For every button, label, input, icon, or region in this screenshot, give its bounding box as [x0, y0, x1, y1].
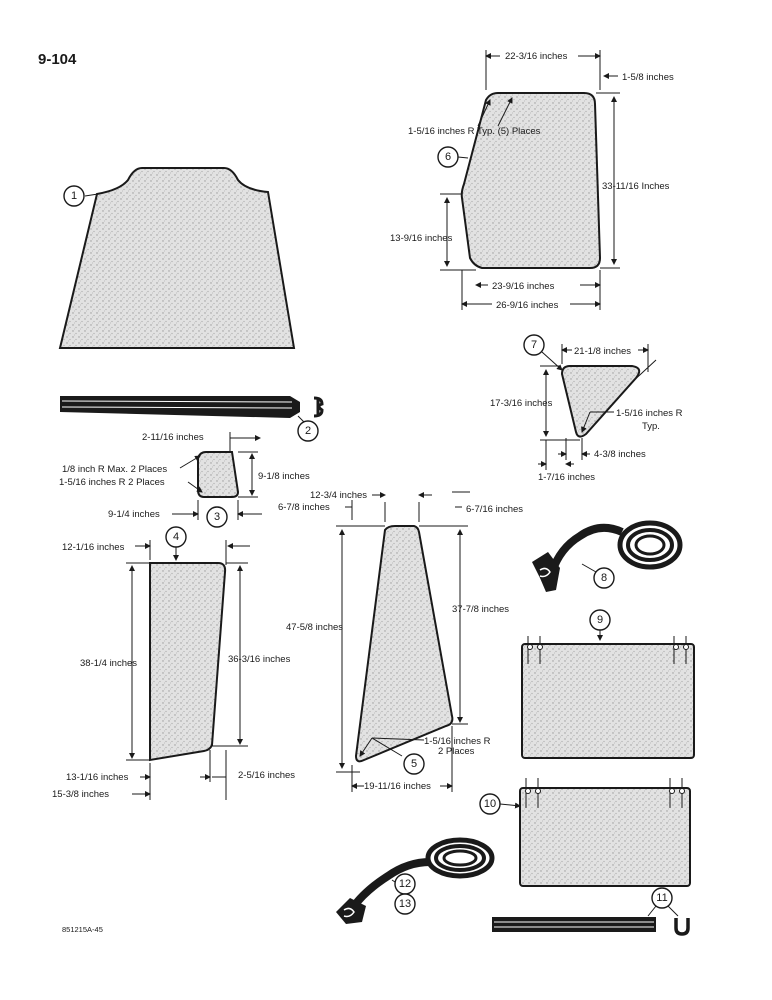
part-3-glass-panel	[197, 451, 240, 498]
part-6-height-right-label: 33-11/16 Inches	[602, 181, 670, 192]
part-4-glass-panel	[149, 562, 227, 762]
part-6-radius-label: 1-5/16 inches R Typ. (5) Places	[408, 126, 541, 137]
part-7-radius-line2-label: Typ.	[642, 421, 660, 432]
part-4-width-overall-label: 15-3/8 inches	[52, 789, 109, 800]
part-5-radius-line2-label: 2 Places	[438, 746, 475, 757]
svg-text:4: 4	[173, 531, 179, 543]
part-5-glass-panel	[354, 525, 454, 763]
callout-10: 10	[479, 793, 501, 815]
figure-id: 851215A-45	[62, 925, 103, 934]
part-4-offset-bottom-label: 2-5/16 inches	[238, 770, 295, 781]
part-7-offset-bottom-label: 1-7/16 inches	[538, 472, 595, 483]
callout-6: 6	[437, 146, 459, 168]
part-1-glass-panel	[58, 167, 296, 349]
svg-text:5: 5	[411, 758, 417, 770]
part-6-width-overall-label: 26-9/16 inches	[496, 300, 559, 311]
part-3-width-bottom-label: 9-1/4 inches	[108, 509, 160, 520]
part-3-radius-max-label: 1/8 inch R Max. 2 Places	[62, 464, 167, 475]
callout-1: 1	[63, 185, 85, 207]
callout-5: 5	[403, 753, 425, 775]
part-11-seal-strip	[492, 917, 690, 936]
svg-text:9: 9	[597, 614, 603, 626]
svg-text:12: 12	[399, 878, 411, 890]
part-7-width-bottom-label: 4-3/8 inches	[594, 449, 646, 460]
part-6-glass-panel	[460, 92, 602, 269]
part-5-offset-top-left-label: 6-7/8 inches	[278, 502, 330, 513]
callout-2: 2	[297, 420, 319, 442]
part-9-hinge-right	[673, 636, 689, 664]
part-10-glass-panel	[519, 787, 691, 887]
part-4-height-right-label: 36-3/16 inches	[228, 654, 291, 665]
page-number: 9-104	[38, 51, 77, 68]
part-9-glass-panel	[521, 643, 695, 759]
svg-text:1: 1	[71, 190, 77, 202]
callout-8: 8	[593, 567, 615, 589]
svg-text:10: 10	[484, 798, 496, 810]
part-2-seal-strip	[60, 396, 324, 418]
callout-13: 13	[394, 893, 416, 915]
part-7-glass-panel	[560, 365, 641, 438]
part-6-offset-right-label: 1-5/8 inches	[622, 72, 674, 83]
part-3-width-top-label: 2-11/16 inches	[142, 432, 204, 443]
svg-text:6: 6	[445, 151, 451, 163]
part-6-height-left-label: 13-9/16 inches	[390, 233, 453, 244]
part-3-radius-label: 1-5/16 inches R 2 Places	[59, 477, 165, 488]
part-5-offset-top-right-label: 6-7/16 inches	[466, 504, 523, 515]
part-5-height-right-label: 37-7/8 inches	[452, 604, 509, 615]
callout-11: 11	[651, 887, 673, 909]
part-10-hinge-left	[525, 778, 541, 808]
part-1-leader	[84, 193, 99, 197]
part-8-coiled-seal	[532, 520, 683, 592]
svg-text:8: 8	[601, 572, 607, 584]
part-4-width-bottom-label: 13-1/16 inches	[66, 772, 129, 783]
svg-text:7: 7	[531, 339, 537, 351]
part-12-13-coiled-seal	[336, 837, 495, 924]
part-5-height-left-label: 47-5/8 inches	[286, 622, 343, 633]
part-5-width-top-label: 12-3/4 inches	[310, 490, 367, 501]
svg-text:3: 3	[214, 511, 220, 523]
svg-text:13: 13	[399, 898, 411, 910]
part-7-height-label: 17-3/16 inches	[490, 398, 553, 409]
callout-12: 12	[394, 873, 416, 895]
part-5-width-bottom-label: 19-11/16 inches	[364, 781, 431, 792]
part-4-height-left-label: 38-1/4 inches	[80, 658, 137, 669]
svg-text:11: 11	[656, 892, 667, 904]
callout-3: 3	[206, 506, 228, 528]
part-9-hinge-left	[527, 636, 543, 664]
part-5-radius-line1-label: 1-5/16 inches R	[424, 736, 491, 747]
part-4-offset-top-label: 12-1/16 inches	[62, 542, 125, 553]
part-7-width-top-label: 21-1/8 inches	[574, 346, 631, 357]
part-3-height-label: 9-1/8 inches	[258, 471, 310, 482]
callout-9: 9	[589, 609, 611, 631]
part-7-radius-line1-label: 1-5/16 inches R	[616, 408, 683, 419]
callout-4: 4	[165, 526, 187, 548]
part-10-hinge-right	[669, 778, 685, 808]
svg-text:2: 2	[305, 425, 311, 437]
callout-7: 7	[523, 334, 545, 356]
part-6-width-bottom-label: 23-9/16 inches	[492, 281, 555, 292]
part-6-width-top-label: 22-3/16 inches	[505, 51, 568, 62]
